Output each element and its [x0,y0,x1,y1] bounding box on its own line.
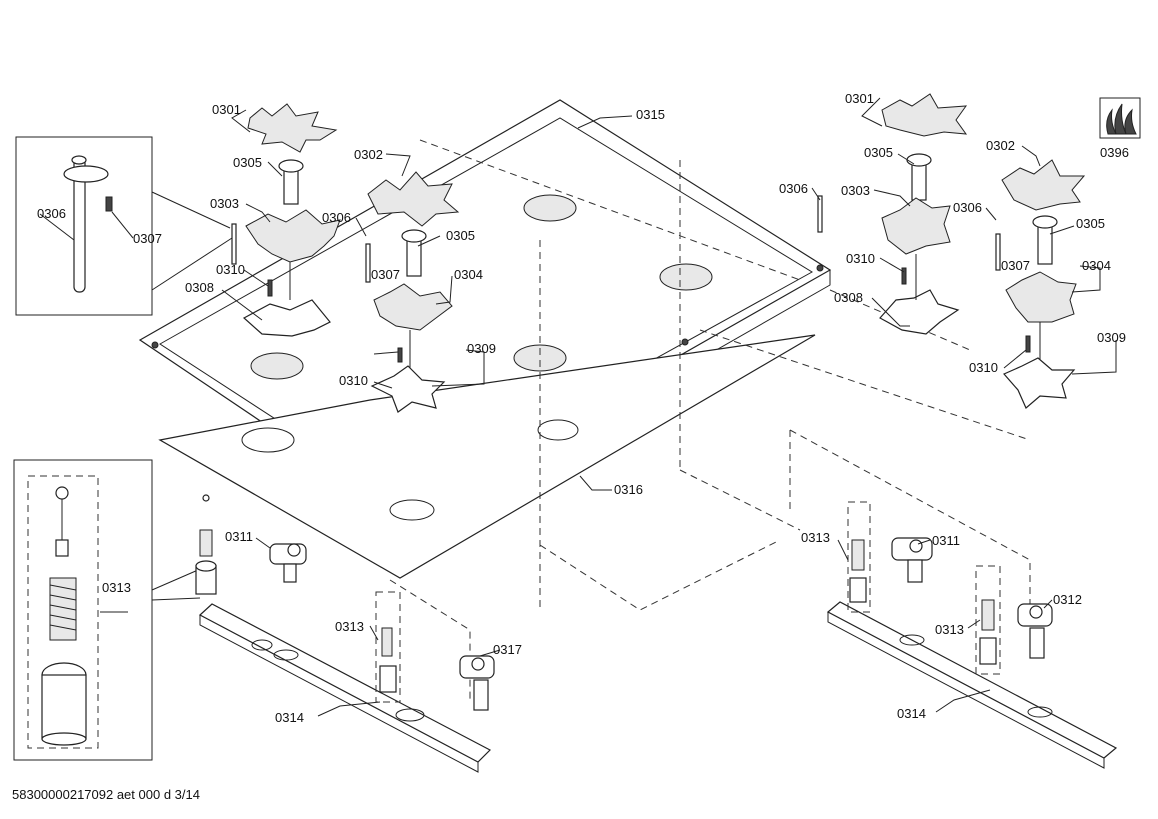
label-0314-right: 0314 [897,706,926,721]
label-0309-centre: 0309 [467,341,496,356]
label-0316: 0316 [614,482,643,497]
leader-lines [221,97,1117,717]
label-0311-right: 0311 [932,533,960,548]
label-0310-right-1: 0310 [846,251,875,266]
label-0312: 0312 [1053,592,1082,607]
label-0309-right: 0309 [1097,330,1126,345]
label-0308-left: 0308 [185,280,214,295]
gasket-sheet [158,334,816,579]
label-0305-right-1: 0305 [864,145,893,160]
label-0303-left: 0303 [210,196,239,211]
right-burner-stack-a [817,93,968,335]
label-0396: 0396 [1100,145,1129,160]
label-0315: 0315 [636,107,665,122]
inset-injector-holder [15,136,233,316]
label-0310-centre: 0310 [339,373,368,388]
left-burner-stack [231,103,341,337]
label-0305-centre: 0305 [446,228,475,243]
label-0306-centre: 0306 [322,210,351,225]
label-0311-left: 0311 [225,529,253,544]
right-gas-rail [826,601,1118,769]
label-0305-right-2: 0305 [1076,216,1105,231]
inset-valve-parts [13,459,201,761]
label-0314-left: 0314 [275,710,304,725]
label-0313-centre: 0313 [335,619,364,634]
label-0317: 0317 [493,642,522,657]
label-0313-right-1: 0313 [801,530,830,545]
label-0307-centre: 0307 [371,267,400,282]
label-0305-left: 0305 [233,155,262,170]
label-0306-inset: 0306 [37,206,66,221]
label-0302-right: 0302 [986,138,1015,153]
label-0304-centre: 0304 [454,267,483,282]
label-0313-inset: 0313 [102,580,131,595]
label-0307-inset: 0307 [133,231,162,246]
label-0302-centre: 0302 [354,147,383,162]
label-0313-right-2: 0313 [935,622,964,637]
document-reference: 58300000217092 aet 000 d 3/14 [12,787,200,802]
left-gas-rail [198,603,492,773]
dashed-guides [389,139,1031,700]
label-0306-right-1: 0306 [779,181,808,196]
valve-parts [195,494,1053,711]
centre-burner-stack [365,171,460,413]
right-burner-stack-b [995,159,1086,409]
label-0306-right-2: 0306 [953,200,982,215]
gas-flames-icon [1099,97,1141,139]
label-0308-right: 0308 [834,290,863,305]
label-0310-left: 0310 [216,262,245,277]
label-0310-right-2: 0310 [969,360,998,375]
label-0304-right: 0304 [1082,258,1111,273]
label-0303-right: 0303 [841,183,870,198]
label-0301-left: 0301 [212,102,241,117]
label-0307-right: 0307 [1001,258,1030,273]
callout-labels: 0301 0305 0303 0306 0307 0310 0308 0302 … [37,91,1129,725]
label-0301-right: 0301 [845,91,874,106]
